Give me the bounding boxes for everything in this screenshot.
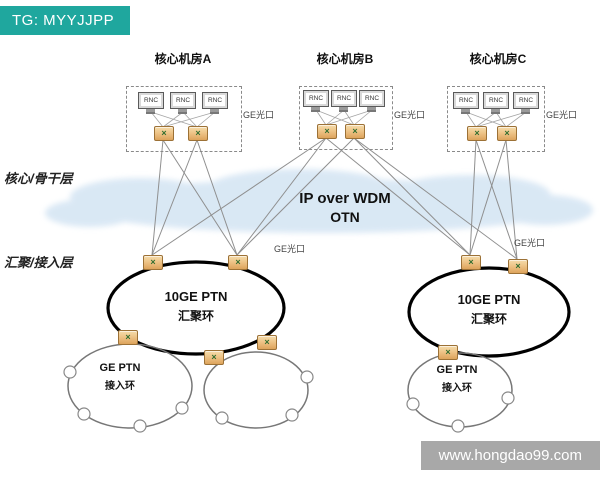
ptn-router-icon: × [508, 259, 528, 274]
watermark-bottom-badge: www.hongdao99.com [420, 441, 600, 470]
wdm-otn-cloud [45, 169, 593, 233]
ptn-router-icon: × [467, 126, 487, 141]
rnc-terminal-icon: RNC [331, 90, 357, 112]
access-ring-left-2 [203, 351, 309, 429]
room-b-title: 核心机房B [316, 52, 374, 66]
rnc-terminal-icon: RNC [170, 92, 196, 114]
room-a-title: 核心机房A [154, 52, 212, 66]
trunk-links [151, 137, 518, 260]
room-c-port-label: GE光口 [546, 110, 578, 120]
ptn-router-icon: × [497, 126, 517, 141]
room-c-title: 核心机房C [469, 52, 527, 66]
rnc-terminal-icon: RNC [303, 90, 329, 112]
rnc-terminal-icon: RNC [138, 92, 164, 114]
room-a-port-label: GE光口 [243, 110, 275, 120]
agg-left-ring-label1: 10GE PTN [164, 289, 228, 304]
rnc-terminal-icon: RNC [483, 92, 509, 114]
watermark-top-badge: TG: MYYJJPP [0, 6, 131, 35]
rnc-terminal-icon: RNC [513, 92, 539, 114]
access-left-ring-label2: 接入环 [105, 381, 135, 392]
ptn-router-icon: × [154, 126, 174, 141]
room-b-box [299, 86, 393, 150]
rnc-links [150, 109, 527, 128]
access-left-ring-label1: GE PTN [99, 362, 141, 374]
ptn-router-icon: × [317, 124, 337, 139]
access-right-ring-label1: GE PTN [436, 364, 478, 376]
cloud-label-line1: IP over WDM [299, 190, 391, 207]
ptn-router-icon: × [345, 124, 365, 139]
ptn-router-icon: × [204, 350, 224, 365]
agg-right-ring-label1: 10GE PTN [457, 292, 521, 307]
agg-right-port-label: GE光口 [514, 238, 546, 248]
rnc-terminal-icon: RNC [359, 90, 385, 112]
ptn-router-icon: × [257, 335, 277, 350]
ptn-router-icon: × [143, 255, 163, 270]
access-right-ring-label2: 接入环 [442, 383, 472, 394]
core-layer-label: 核心/骨干层 [4, 171, 73, 186]
ptn-router-icon: × [461, 255, 481, 270]
aggregation-layer-label: 汇聚/接入层 [4, 255, 73, 270]
agg-left-port-label: GE光口 [274, 244, 306, 254]
room-c-box [447, 86, 545, 152]
ptn-router-icon: × [118, 330, 138, 345]
access-nodes [63, 365, 515, 433]
cloud-label-line2: OTN [330, 209, 360, 225]
rnc-terminal-icon: RNC [453, 92, 479, 114]
ptn-router-icon: × [228, 255, 248, 270]
ptn-router-icon: × [188, 126, 208, 141]
room-b-port-label: GE光口 [394, 110, 426, 120]
agg-ring-left [106, 260, 286, 356]
agg-ring-right [407, 266, 571, 358]
ptn-router-icon: × [438, 345, 458, 360]
aggregation-rings [106, 260, 571, 358]
rnc-terminal-icon: RNC [202, 92, 228, 114]
room-a-box [126, 86, 242, 152]
agg-left-ring-label2: 汇聚环 [177, 309, 214, 323]
agg-right-ring-label2: 汇聚环 [470, 312, 507, 326]
